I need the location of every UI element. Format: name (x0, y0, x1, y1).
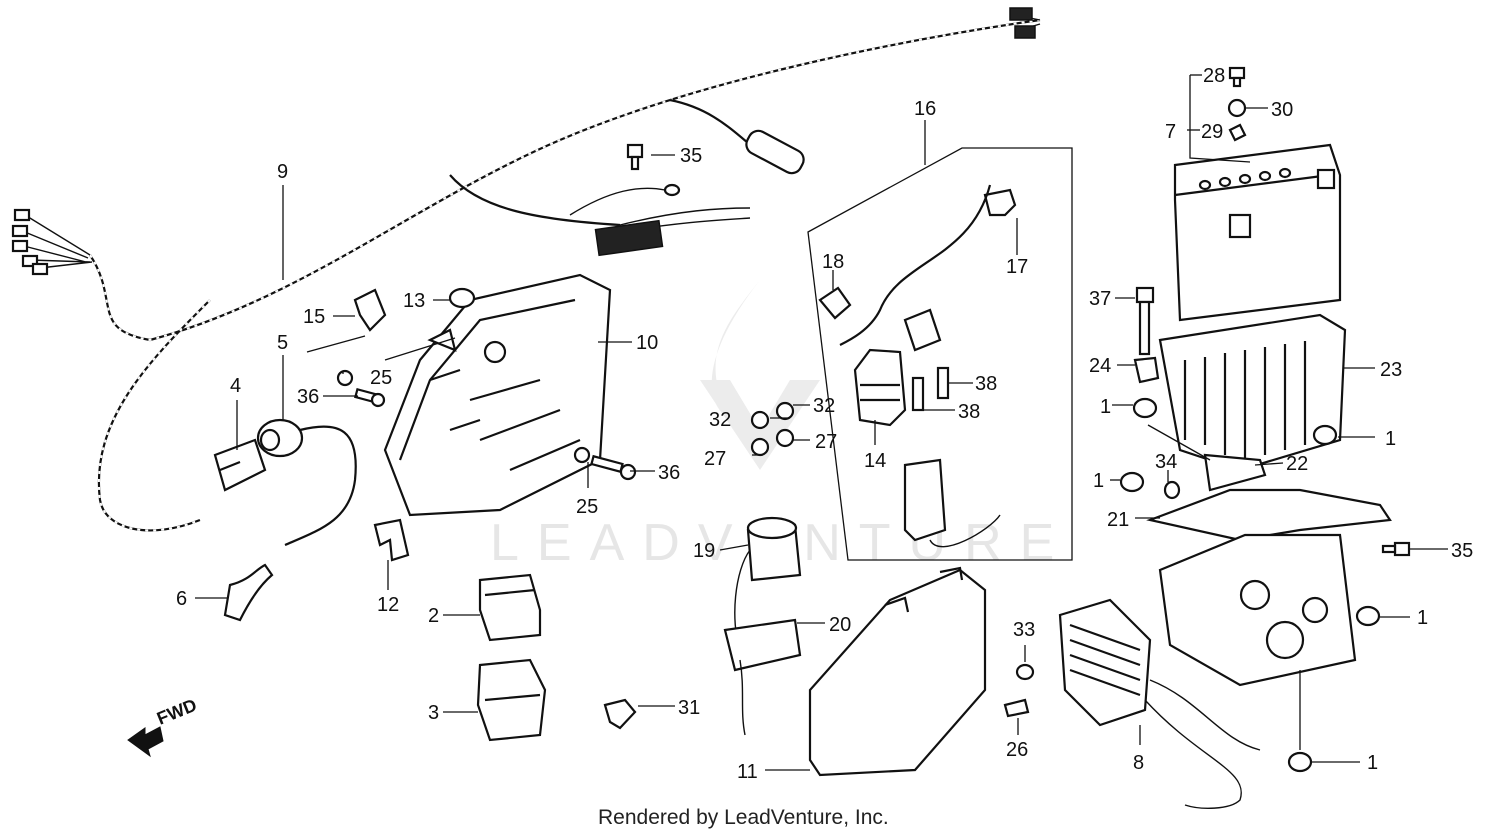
callout-22: 22 (1286, 453, 1308, 475)
part-17-cap (983, 188, 1017, 217)
callout-12: 12 (377, 594, 399, 616)
part-14-fuse-case (853, 348, 907, 427)
battery-cable (839, 184, 992, 346)
callout-27: 27 (815, 431, 837, 453)
callout-11: 11 (737, 761, 758, 783)
part-19-starter-relay (734, 516, 802, 651)
callout-26: 26 (1006, 739, 1028, 761)
part-3-relay (476, 658, 547, 742)
callout-25: 25 (370, 367, 392, 389)
callout-34: 34 (1155, 451, 1177, 473)
part-10-bracket (383, 273, 612, 517)
part-18-boot (818, 286, 852, 320)
part-12-clip (373, 518, 410, 562)
leader-lines (195, 74, 1448, 771)
callout-1: 1 (1100, 396, 1111, 418)
callout-28: 28 (1203, 65, 1225, 87)
part-1-cushions (1119, 397, 1381, 773)
callout-5: 5 (277, 332, 288, 354)
callout-35: 35 (1451, 540, 1473, 562)
callout-30: 30 (1271, 99, 1293, 121)
part-35-bolt-b (1381, 541, 1411, 557)
part-34-nut (1163, 480, 1181, 500)
part-27-32-nuts (750, 401, 795, 457)
callout-1: 1 (1417, 607, 1428, 629)
callout-17: 17 (1006, 256, 1028, 278)
callout-15: 15 (303, 306, 325, 328)
part-20-rubber (723, 618, 802, 672)
callout-2: 2 (428, 605, 439, 627)
callout-37: 37 (1089, 288, 1111, 310)
part-23-battery-case (1158, 313, 1347, 472)
part-22-strap (1203, 453, 1267, 492)
callout-32: 32 (709, 409, 731, 431)
callout-4: 4 (230, 375, 241, 397)
callout-33: 33 (1013, 619, 1035, 641)
part-35-bolt-a (626, 143, 644, 171)
callout-19: 19 (693, 540, 715, 562)
callout-16: 16 (914, 98, 936, 120)
part-11-cover (808, 568, 987, 777)
callout-14: 14 (864, 450, 886, 472)
callout-24: 24 (1089, 355, 1111, 377)
part-4-holder (213, 438, 267, 492)
part-7-battery (1173, 143, 1342, 322)
forward-direction-indicator: FWD (127, 695, 199, 758)
callout-20: 20 (829, 614, 851, 636)
callout-36: 36 (297, 386, 319, 408)
part-33-collar (1015, 663, 1035, 681)
part-28-29-30-hardware (1227, 66, 1247, 142)
callout-38: 38 (975, 373, 997, 395)
callout-1: 1 (1093, 470, 1104, 492)
part-31-clamp (603, 698, 637, 730)
part-25-36-hardware-a (336, 369, 386, 408)
callout-23: 23 (1380, 359, 1402, 381)
part-13-grommet (448, 287, 476, 309)
part-25-36-hardware-b (573, 446, 637, 481)
arrow-left-icon (127, 726, 164, 758)
callout-6: 6 (176, 588, 187, 610)
callout-1: 1 (1367, 752, 1378, 774)
fwd-label: FWD (154, 695, 199, 729)
callout-10: 10 (636, 332, 658, 354)
callout-31: 31 (678, 697, 700, 719)
callout-9: 9 (277, 161, 288, 183)
part-16-group-frame (807, 147, 1073, 561)
callout-27: 27 (704, 448, 726, 470)
callout-35: 35 (680, 145, 702, 167)
part-21-tray (1146, 488, 1392, 687)
part-5-coil (256, 418, 357, 547)
main-fuse-holder (903, 308, 1001, 548)
callout-8: 8 (1133, 752, 1144, 774)
part-37-24-bolt (1133, 286, 1160, 384)
part-2-rubber (478, 573, 542, 642)
callout-1: 1 (1385, 428, 1396, 450)
callout-13: 13 (403, 290, 425, 312)
callout-18: 18 (822, 251, 844, 273)
callout-25: 25 (576, 496, 598, 518)
part-26-label (1003, 698, 1030, 718)
part-6-plug-cap (223, 563, 274, 622)
callout-36: 36 (658, 462, 680, 484)
callout-3: 3 (428, 702, 439, 724)
callout-labels: 1 1 1 1 1 2 3 4 5 6 7 8 9 10 11 12 13 14… (176, 65, 1473, 783)
part-8-regulator (1058, 598, 1261, 809)
callout-38: 38 (958, 401, 980, 423)
callout-7: 7 (1165, 121, 1176, 143)
callout-32: 32 (813, 395, 835, 417)
part-15-clip (353, 288, 387, 332)
wire-harness (11, 7, 1041, 532)
footer-credit: Rendered by LeadVenture, Inc. (598, 806, 889, 829)
callout-21: 21 (1107, 509, 1129, 531)
callout-29: 29 (1201, 121, 1223, 143)
